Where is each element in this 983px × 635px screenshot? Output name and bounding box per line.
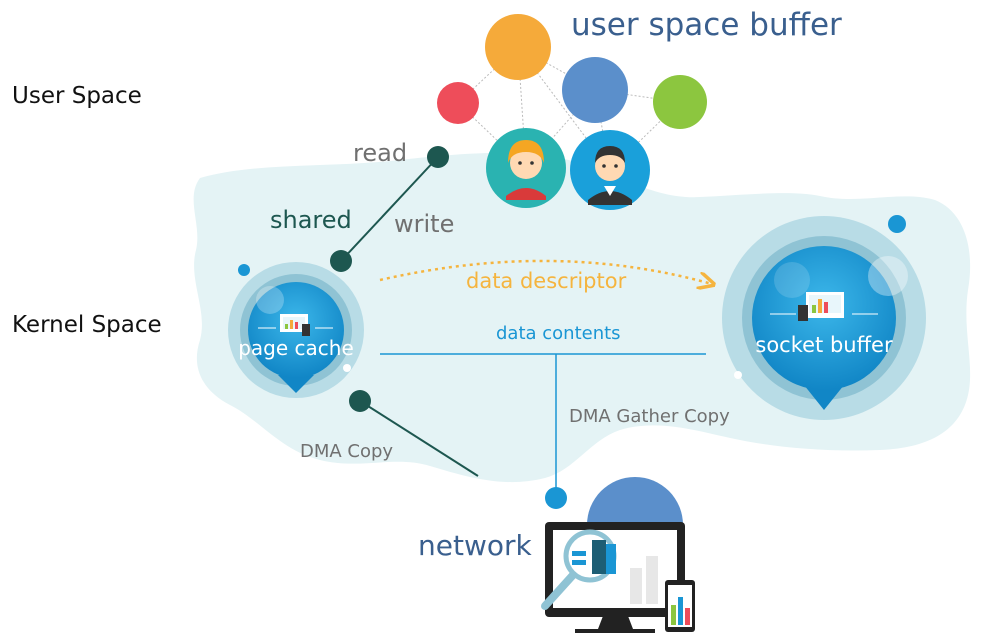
user-space-buffer-title: user space buffer <box>571 7 842 43</box>
node-orange <box>485 14 551 80</box>
node-blue <box>562 57 628 123</box>
page-cache-label: page cache <box>238 336 354 360</box>
data-contents-label: data contents <box>496 323 621 344</box>
dma-gather-copy-label: DMA Gather Copy <box>569 406 730 427</box>
avatar-boy <box>570 130 650 210</box>
dma-gather-dot <box>545 487 567 509</box>
dma-copy-dot <box>349 390 371 412</box>
write-label: write <box>394 210 455 238</box>
read-dot <box>427 146 449 168</box>
kernel-space-label: Kernel Space <box>12 312 162 338</box>
socket-buffer-bubble <box>722 216 926 420</box>
shared-dot <box>330 250 352 272</box>
read-connector <box>340 156 439 262</box>
node-red <box>437 82 479 124</box>
network-illustration <box>541 477 695 633</box>
blue-accent-dot-right <box>888 215 906 233</box>
read-label: read <box>353 139 408 167</box>
data-descriptor-label: data descriptor <box>466 269 627 293</box>
avatar-girl <box>486 128 566 208</box>
network-label: network <box>418 529 532 562</box>
socket-buffer-label: socket buffer <box>755 333 893 357</box>
dma-copy-label: DMA Copy <box>300 441 394 462</box>
user-space-label: User Space <box>12 83 142 109</box>
blue-accent-dot-left <box>238 264 250 276</box>
page-cache-bubble <box>228 262 364 398</box>
shared-label: shared <box>270 206 352 234</box>
node-green <box>653 75 707 129</box>
dma-copy-connector <box>359 400 479 477</box>
